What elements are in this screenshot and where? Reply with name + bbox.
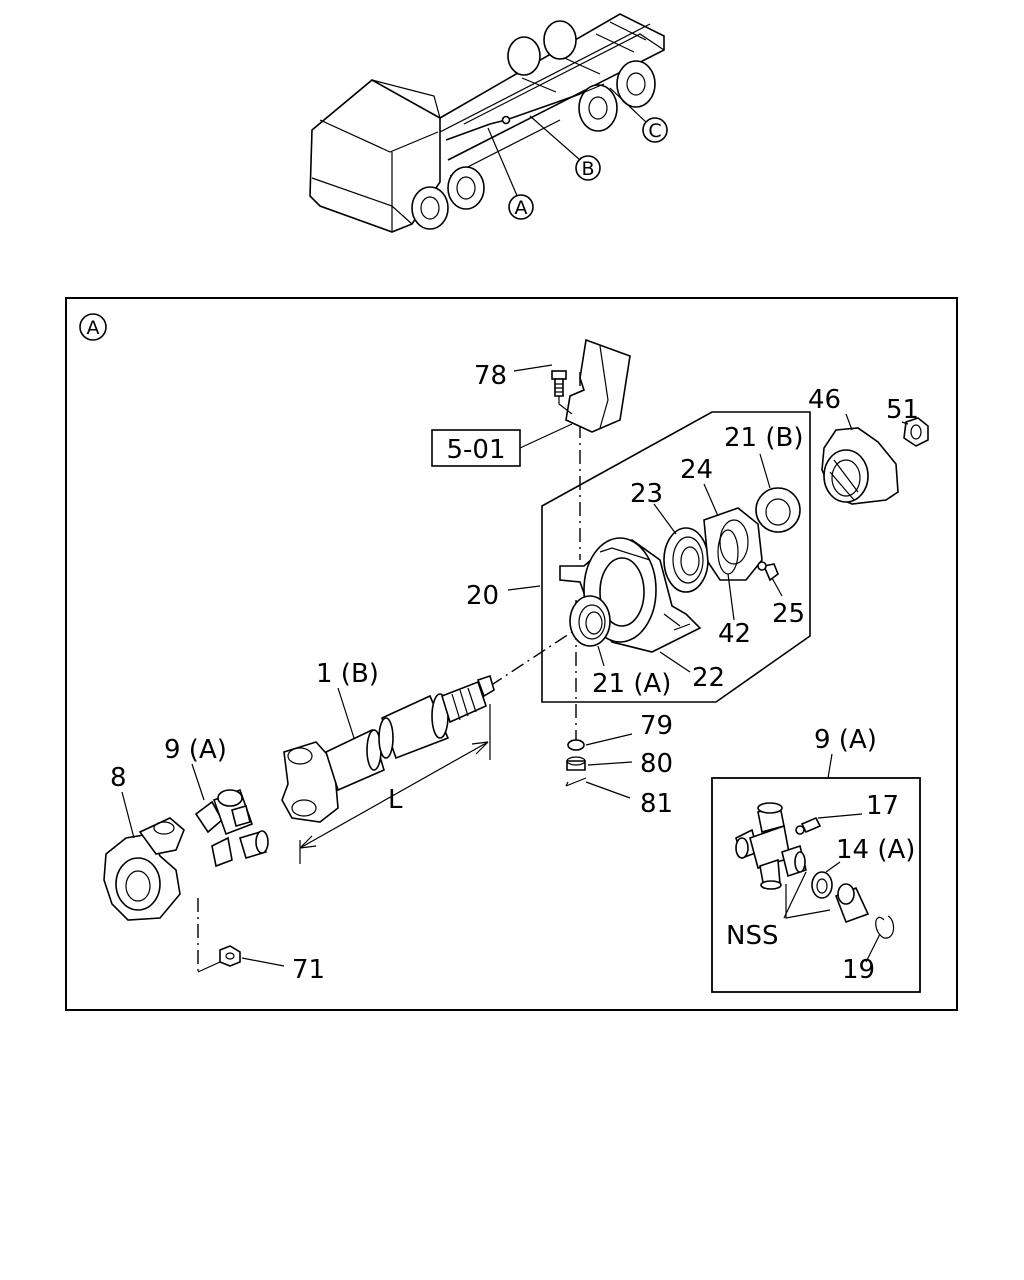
bearing-23 xyxy=(663,527,709,593)
label-21a: 21 (A) xyxy=(592,669,671,699)
label-79: 79 xyxy=(640,711,673,741)
label-46: 46 xyxy=(808,385,841,415)
label-81: 81 xyxy=(640,789,673,819)
label-19: 19 xyxy=(842,955,875,985)
bearing-cup xyxy=(834,883,870,924)
propeller-shaft-1b xyxy=(281,674,495,823)
grease-nipple-25 xyxy=(757,561,779,582)
bolt-78 xyxy=(551,370,573,415)
nut-51 xyxy=(903,417,929,447)
center-bearing-group-outline xyxy=(541,411,811,703)
pin-81 xyxy=(565,777,587,787)
inset-universal-joint: 9 (A) xyxy=(711,725,921,993)
label-14a: 14 (A) xyxy=(836,835,915,865)
hanger-bracket xyxy=(565,338,631,433)
flange-46 xyxy=(821,427,899,505)
inset-frame xyxy=(711,777,921,993)
universal-joint-9a xyxy=(194,788,269,868)
label-78: 78 xyxy=(474,361,507,391)
label-51: 51 xyxy=(886,395,919,425)
seal-21a xyxy=(569,595,611,647)
nut-71 xyxy=(219,945,241,967)
label-23: 23 xyxy=(630,479,663,509)
callout-a: A xyxy=(508,194,534,220)
label-l: L xyxy=(388,785,403,815)
label-9a: 9 (A) xyxy=(164,735,227,765)
flange-yoke-8 xyxy=(103,817,185,921)
seal-14a xyxy=(811,871,833,899)
svg-text:A: A xyxy=(515,197,528,219)
label-1b: 1 (B) xyxy=(316,659,379,689)
label-71: 71 xyxy=(292,955,325,985)
label-17: 17 xyxy=(866,791,899,821)
cushion-24 xyxy=(703,507,763,581)
truck-propeller-shafts xyxy=(445,83,605,141)
label-21b: 21 (B) xyxy=(724,423,803,453)
dimension-l xyxy=(299,704,491,864)
snap-ring-19 xyxy=(875,915,895,939)
label-20: 20 xyxy=(466,581,499,611)
svg-text:5-01: 5-01 xyxy=(446,435,505,465)
label-nss: NSS xyxy=(726,921,778,951)
svg-text:A: A xyxy=(87,317,100,339)
ref-box-5-01[interactable]: 5-01 xyxy=(431,429,521,467)
truck-overview: A B C xyxy=(309,13,668,233)
callout-b: B xyxy=(575,155,601,181)
nut-80 xyxy=(566,756,586,771)
detail-frame xyxy=(65,297,958,1011)
label-24: 24 xyxy=(680,455,713,485)
label-8: 8 xyxy=(110,763,127,793)
truck-cab xyxy=(309,79,441,233)
label-80: 80 xyxy=(640,749,673,779)
section-marker: A xyxy=(79,313,107,341)
svg-text:B: B xyxy=(581,158,594,180)
label-22: 22 xyxy=(692,663,725,693)
label-25: 25 xyxy=(772,599,805,629)
label-42: 42 xyxy=(718,619,751,649)
svg-text:C: C xyxy=(648,120,661,142)
inset-title: 9 (A) xyxy=(814,725,877,755)
seal-21b xyxy=(755,487,801,533)
washer-79 xyxy=(567,739,585,751)
truck-wheels xyxy=(411,20,656,230)
grease-fitting-17 xyxy=(795,816,822,835)
callout-c: C xyxy=(642,117,668,143)
